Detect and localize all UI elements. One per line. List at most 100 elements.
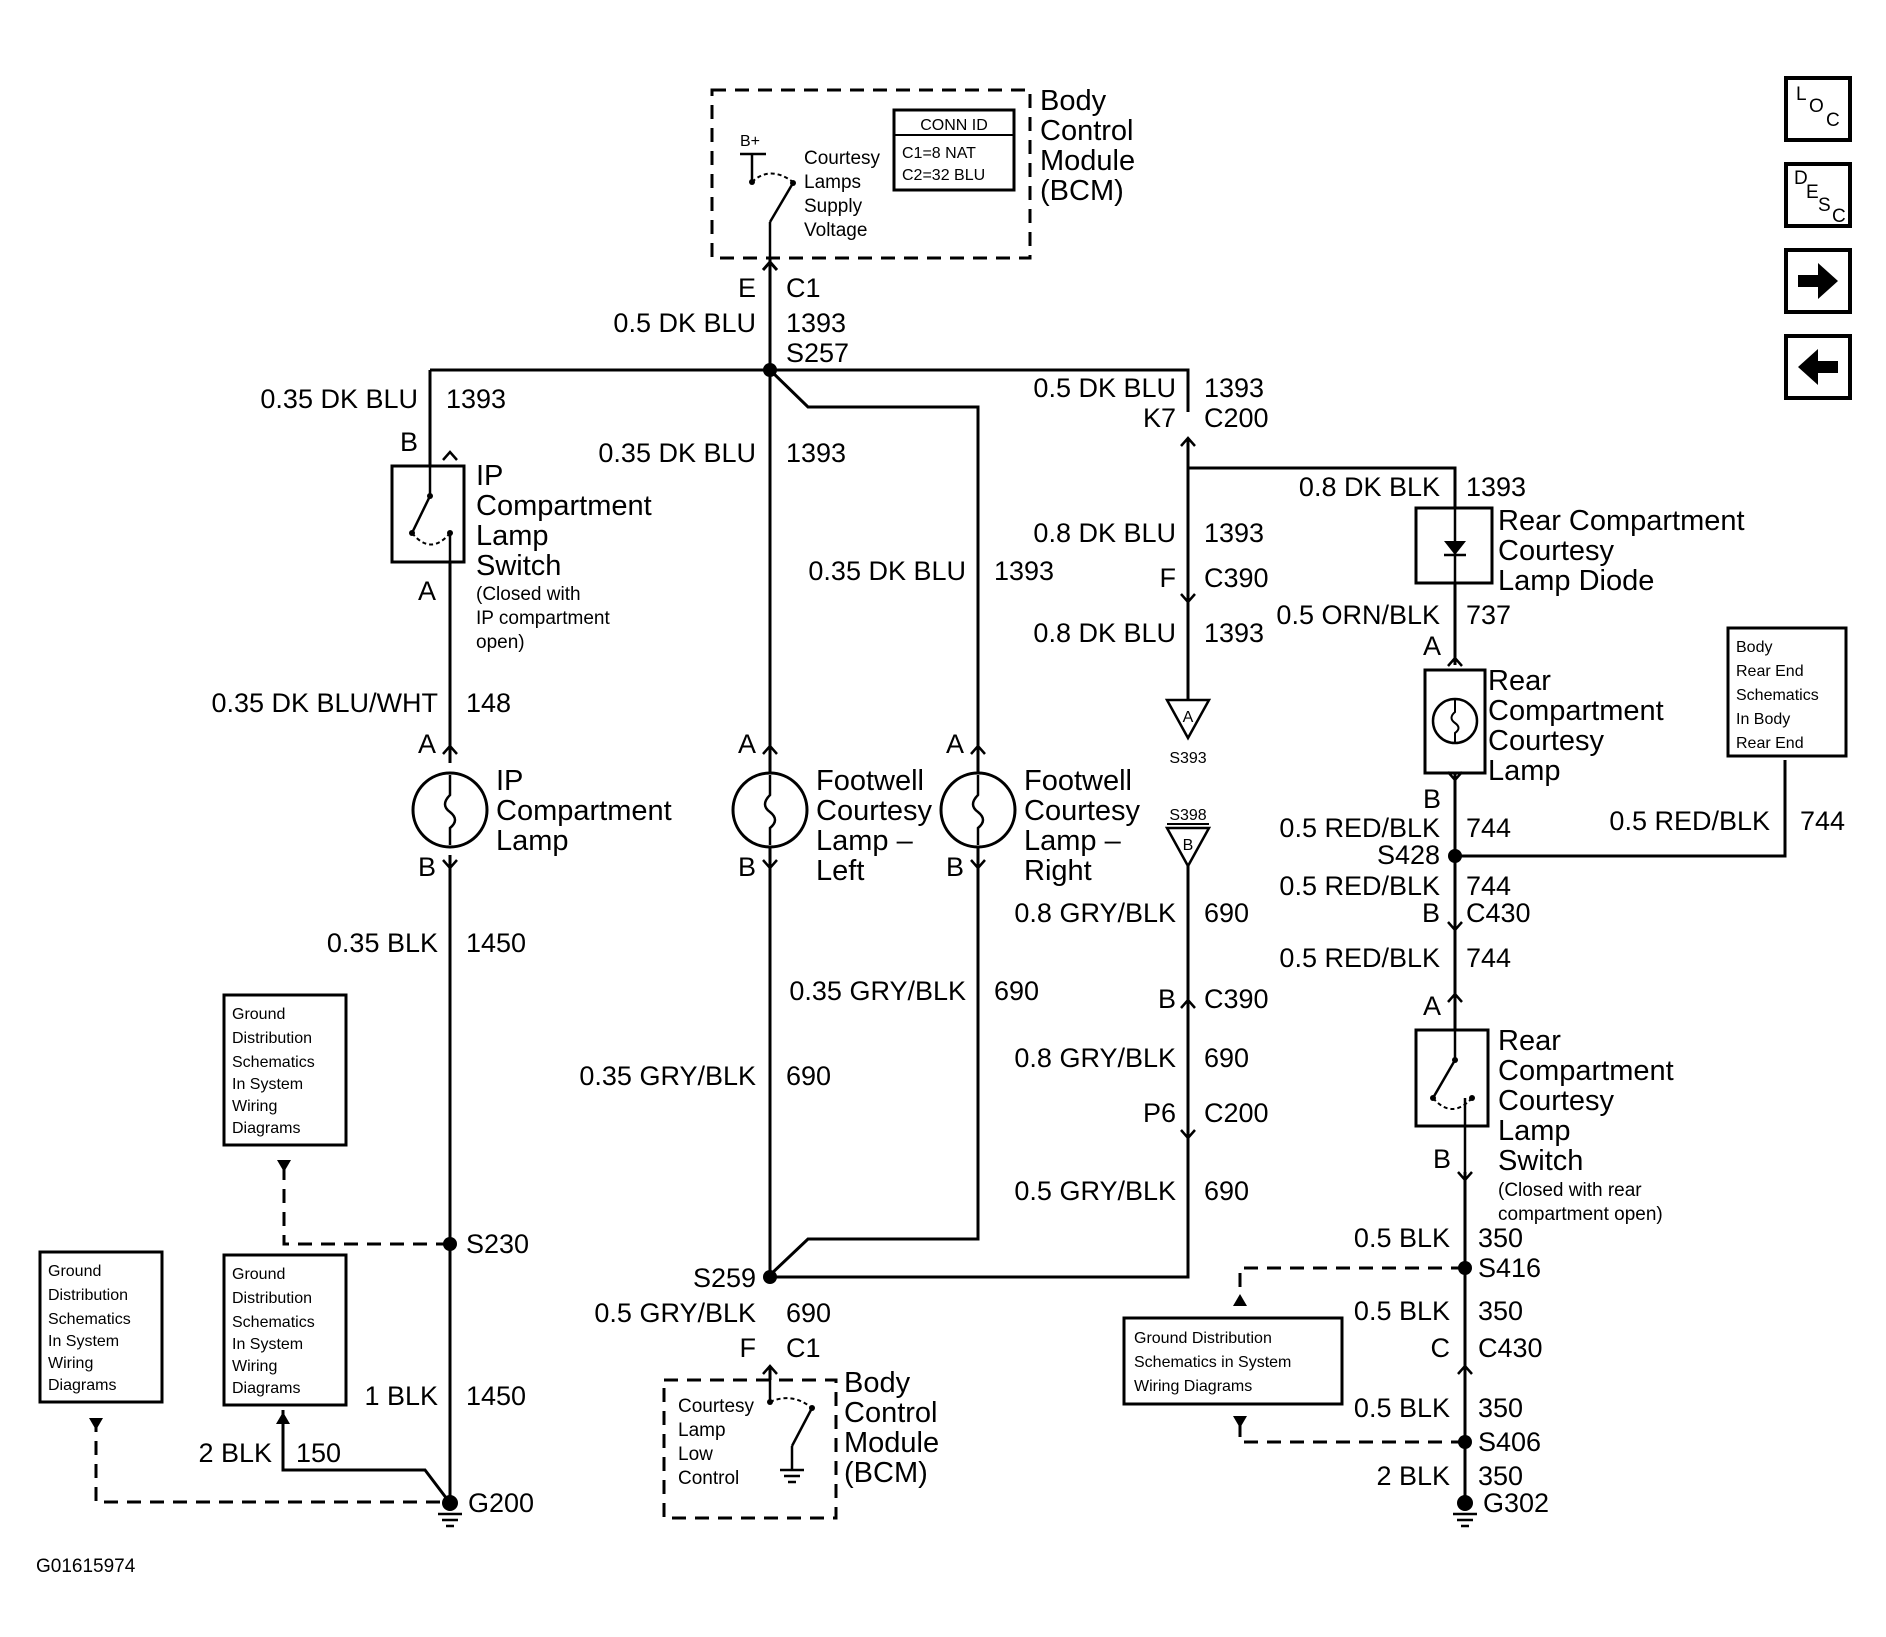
bcm-ground-icon [780, 1468, 804, 1484]
gd1-6: Diagrams [232, 1120, 300, 1137]
ip-lamp-pin-a: A [418, 729, 436, 759]
w-left-circuit: 1393 [446, 384, 506, 414]
s259-label: S259 [693, 1263, 756, 1293]
s406-dot [1458, 1435, 1472, 1449]
w-c430-color: 0.5 RED/BLK [1279, 943, 1440, 973]
rear-lamp: A B Rear Compartment Courtesy Lamp [1423, 631, 1664, 814]
conn-b-c430: B [1422, 898, 1440, 928]
ip-switch-note-3: open) [476, 632, 525, 653]
rear-diode-name-2: Courtesy [1498, 535, 1615, 567]
s393-pin: A [1183, 709, 1194, 726]
ref-bre-5: Rear End [1736, 735, 1804, 752]
s428-dot [1448, 849, 1462, 863]
conn-b-c390: B [1158, 984, 1176, 1014]
desc-d: D [1794, 168, 1808, 189]
loc-o: O [1809, 96, 1824, 117]
rear-switch-name-5: Switch [1498, 1145, 1583, 1177]
w-fwr-gnd-circuit: 690 [994, 976, 1039, 1006]
gd4-3: Wiring Diagrams [1134, 1378, 1252, 1395]
loc-l: L [1796, 84, 1807, 105]
w-bcm-circuit: 1393 [786, 308, 846, 338]
w-right-color: 0.35 DK BLU [808, 556, 966, 586]
ip-switch-name-4: Switch [476, 550, 561, 582]
footwell-lamp-right: A B Footwell Courtesy Lamp – Right [939, 729, 1141, 887]
ground-g200: G200 [438, 1488, 534, 1528]
bottom-bcm-desc-4: Control [678, 1468, 739, 1489]
w-g200b-color: 2 BLK [198, 1438, 272, 1468]
bottom-bcm-title-2: Control [844, 1397, 938, 1429]
gd3-1: Ground [48, 1263, 101, 1280]
conn-k7: K7 [1143, 403, 1176, 433]
w-rear-lamp-color: 0.5 RED/BLK [1279, 813, 1440, 843]
gd2-5: Wiring [232, 1358, 277, 1375]
ref-ground-dist-3[interactable]: Ground Distribution Schematics In System… [38, 1250, 164, 1430]
ref-bre-3: Schematics [1736, 687, 1819, 704]
ip-switch-note-1: (Closed with [476, 584, 581, 605]
w-c200-top-color: 0.5 DK BLU [1033, 373, 1176, 403]
ref-ground-dist-4[interactable]: Ground Distribution Schematics in System… [1122, 1294, 1344, 1428]
w-s416-color: 0.5 BLK [1354, 1296, 1450, 1326]
footwell-lamp-left: A B Footwell Courtesy Lamp – Left [731, 729, 933, 887]
gd4-down-arrow-icon [1233, 1416, 1247, 1428]
bottom-bcm: Courtesy Lamp Low Control Body Control M… [662, 1367, 939, 1520]
figure-id: G01615974 [36, 1556, 136, 1577]
rear-switch-name-4: Lamp [1498, 1115, 1571, 1147]
conn-c390b: C390 [1204, 984, 1269, 1014]
w-c390b-circuit: 690 [1204, 1043, 1249, 1073]
w-left-color: 0.35 DK BLU [260, 384, 418, 414]
ip-switch-name-3: Lamp [476, 520, 549, 552]
ip-lamp-name-1: IP [496, 765, 523, 797]
w-c390b-color: 0.8 GRY/BLK [1014, 1043, 1176, 1073]
ref-body-rear-end[interactable]: Body Rear End Schematics In Body Rear En… [1726, 626, 1848, 758]
w-g200b-circuit: 150 [296, 1438, 341, 1468]
rear-switch-pin-a: A [1423, 991, 1441, 1021]
w-g200a-circuit: 1450 [466, 1381, 526, 1411]
conn-c430: C430 [1466, 898, 1531, 928]
s393-label: S393 [1169, 750, 1206, 767]
bottom-bcm-desc-3: Low [678, 1444, 713, 1465]
w-rear-sw-circuit: 350 [1478, 1223, 1523, 1253]
conn-id-title: CONN ID [920, 117, 988, 134]
prev-page-button[interactable] [1784, 334, 1852, 400]
ref-ground-dist-2[interactable]: Ground Distribution Schematics In System… [222, 1253, 348, 1424]
next-page-button[interactable] [1784, 248, 1852, 314]
conn-c-c430: C [1431, 1333, 1451, 1363]
w-ip-sw-color: 0.35 DK BLU/WHT [211, 688, 438, 718]
gd1-3: Schematics [232, 1054, 315, 1071]
gd2-arrow-icon [276, 1412, 290, 1424]
rear-switch: A B Rear Compartment Courtesy Lamp Switc… [1414, 991, 1674, 1225]
rear-diode-name-3: Lamp Diode [1498, 565, 1654, 597]
conn-id-c1: C1=8 NAT [902, 145, 976, 162]
w-c430-circuit: 744 [1466, 943, 1511, 973]
conn-f-c1: F [740, 1333, 757, 1363]
ip-switch-name-1: IP [476, 460, 503, 492]
rear-lamp-name-2: Compartment [1488, 695, 1664, 727]
w-g302-color: 2 BLK [1376, 1461, 1450, 1491]
w-rear-lamp-circuit: 744 [1466, 813, 1511, 843]
rear-switch-pin-b: B [1433, 1144, 1451, 1174]
w-s416-circuit: 350 [1478, 1296, 1523, 1326]
gd1-1: Ground [232, 1006, 285, 1023]
gd3-arrow-icon [89, 1418, 103, 1430]
s398-label: S398 [1169, 807, 1206, 824]
bcm-desc-2: Lamps [804, 172, 861, 193]
ref-ground-dist-1[interactable]: Ground Distribution Schematics In System… [222, 993, 348, 1172]
gd2-1: Ground [232, 1266, 285, 1283]
conn-c390: C390 [1204, 563, 1269, 593]
ref-bre-2: Rear End [1736, 663, 1804, 680]
w-c200-top-circuit: 1393 [1204, 373, 1264, 403]
loc-button[interactable]: L O C [1784, 76, 1852, 142]
fw-right-name-3: Lamp – [1024, 825, 1122, 857]
conn-c1: C1 [786, 1333, 821, 1363]
w-c390-out-color: 0.8 DK BLU [1033, 618, 1176, 648]
ip-lamp: A B IP Compartment Lamp [411, 729, 672, 882]
s406-label: S406 [1478, 1427, 1541, 1457]
w-c430c-color: 0.5 BLK [1354, 1393, 1450, 1423]
ip-switch-pin-b: B [400, 427, 418, 457]
w-diode-in-circuit: 1393 [1466, 472, 1526, 502]
gd3-6: Diagrams [48, 1377, 116, 1394]
rear-lamp-name-3: Courtesy [1488, 725, 1605, 757]
desc-button[interactable]: D E S C [1784, 162, 1852, 228]
ground-g302: G302 [1453, 1488, 1549, 1528]
